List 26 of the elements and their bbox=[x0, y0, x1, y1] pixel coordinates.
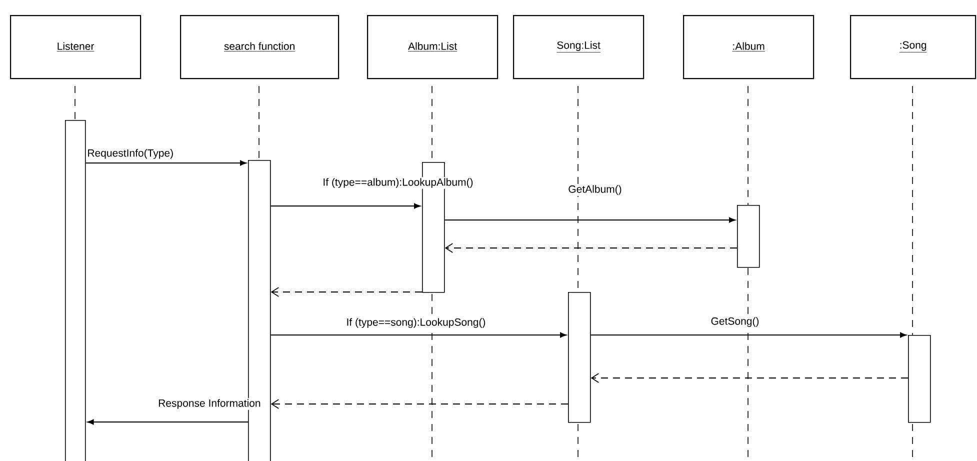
activation-bar bbox=[737, 205, 760, 268]
object-box: search function bbox=[180, 15, 340, 80]
message-label: If (type==song):LookupSong() bbox=[345, 317, 487, 329]
activation-bar bbox=[908, 335, 931, 423]
object-box: :Album bbox=[683, 15, 814, 80]
message-arrow bbox=[85, 160, 247, 166]
object-box: Song:List bbox=[513, 15, 644, 80]
object-box: Listener bbox=[10, 15, 142, 80]
message-arrow bbox=[270, 399, 568, 409]
activation-bar bbox=[568, 292, 591, 423]
message-arrow bbox=[590, 373, 908, 383]
message-label: If (type==album):LookupAlbum() bbox=[322, 177, 474, 189]
activation-bar bbox=[65, 120, 86, 461]
message-arrow bbox=[444, 243, 738, 253]
message-arrow bbox=[444, 217, 736, 223]
message-label: Response Information bbox=[157, 398, 262, 410]
message-arrow bbox=[270, 332, 567, 338]
message-label: RequestInfo(Type) bbox=[86, 148, 175, 160]
object-box: :Song bbox=[850, 15, 976, 80]
message-arrow bbox=[87, 419, 248, 425]
message-arrow bbox=[270, 203, 421, 209]
message-arrow bbox=[590, 332, 907, 338]
message-label: GetSong() bbox=[710, 316, 760, 328]
object-box: Album:List bbox=[367, 15, 498, 80]
message-label: GetAlbum() bbox=[567, 184, 623, 196]
message-arrow bbox=[270, 287, 422, 297]
